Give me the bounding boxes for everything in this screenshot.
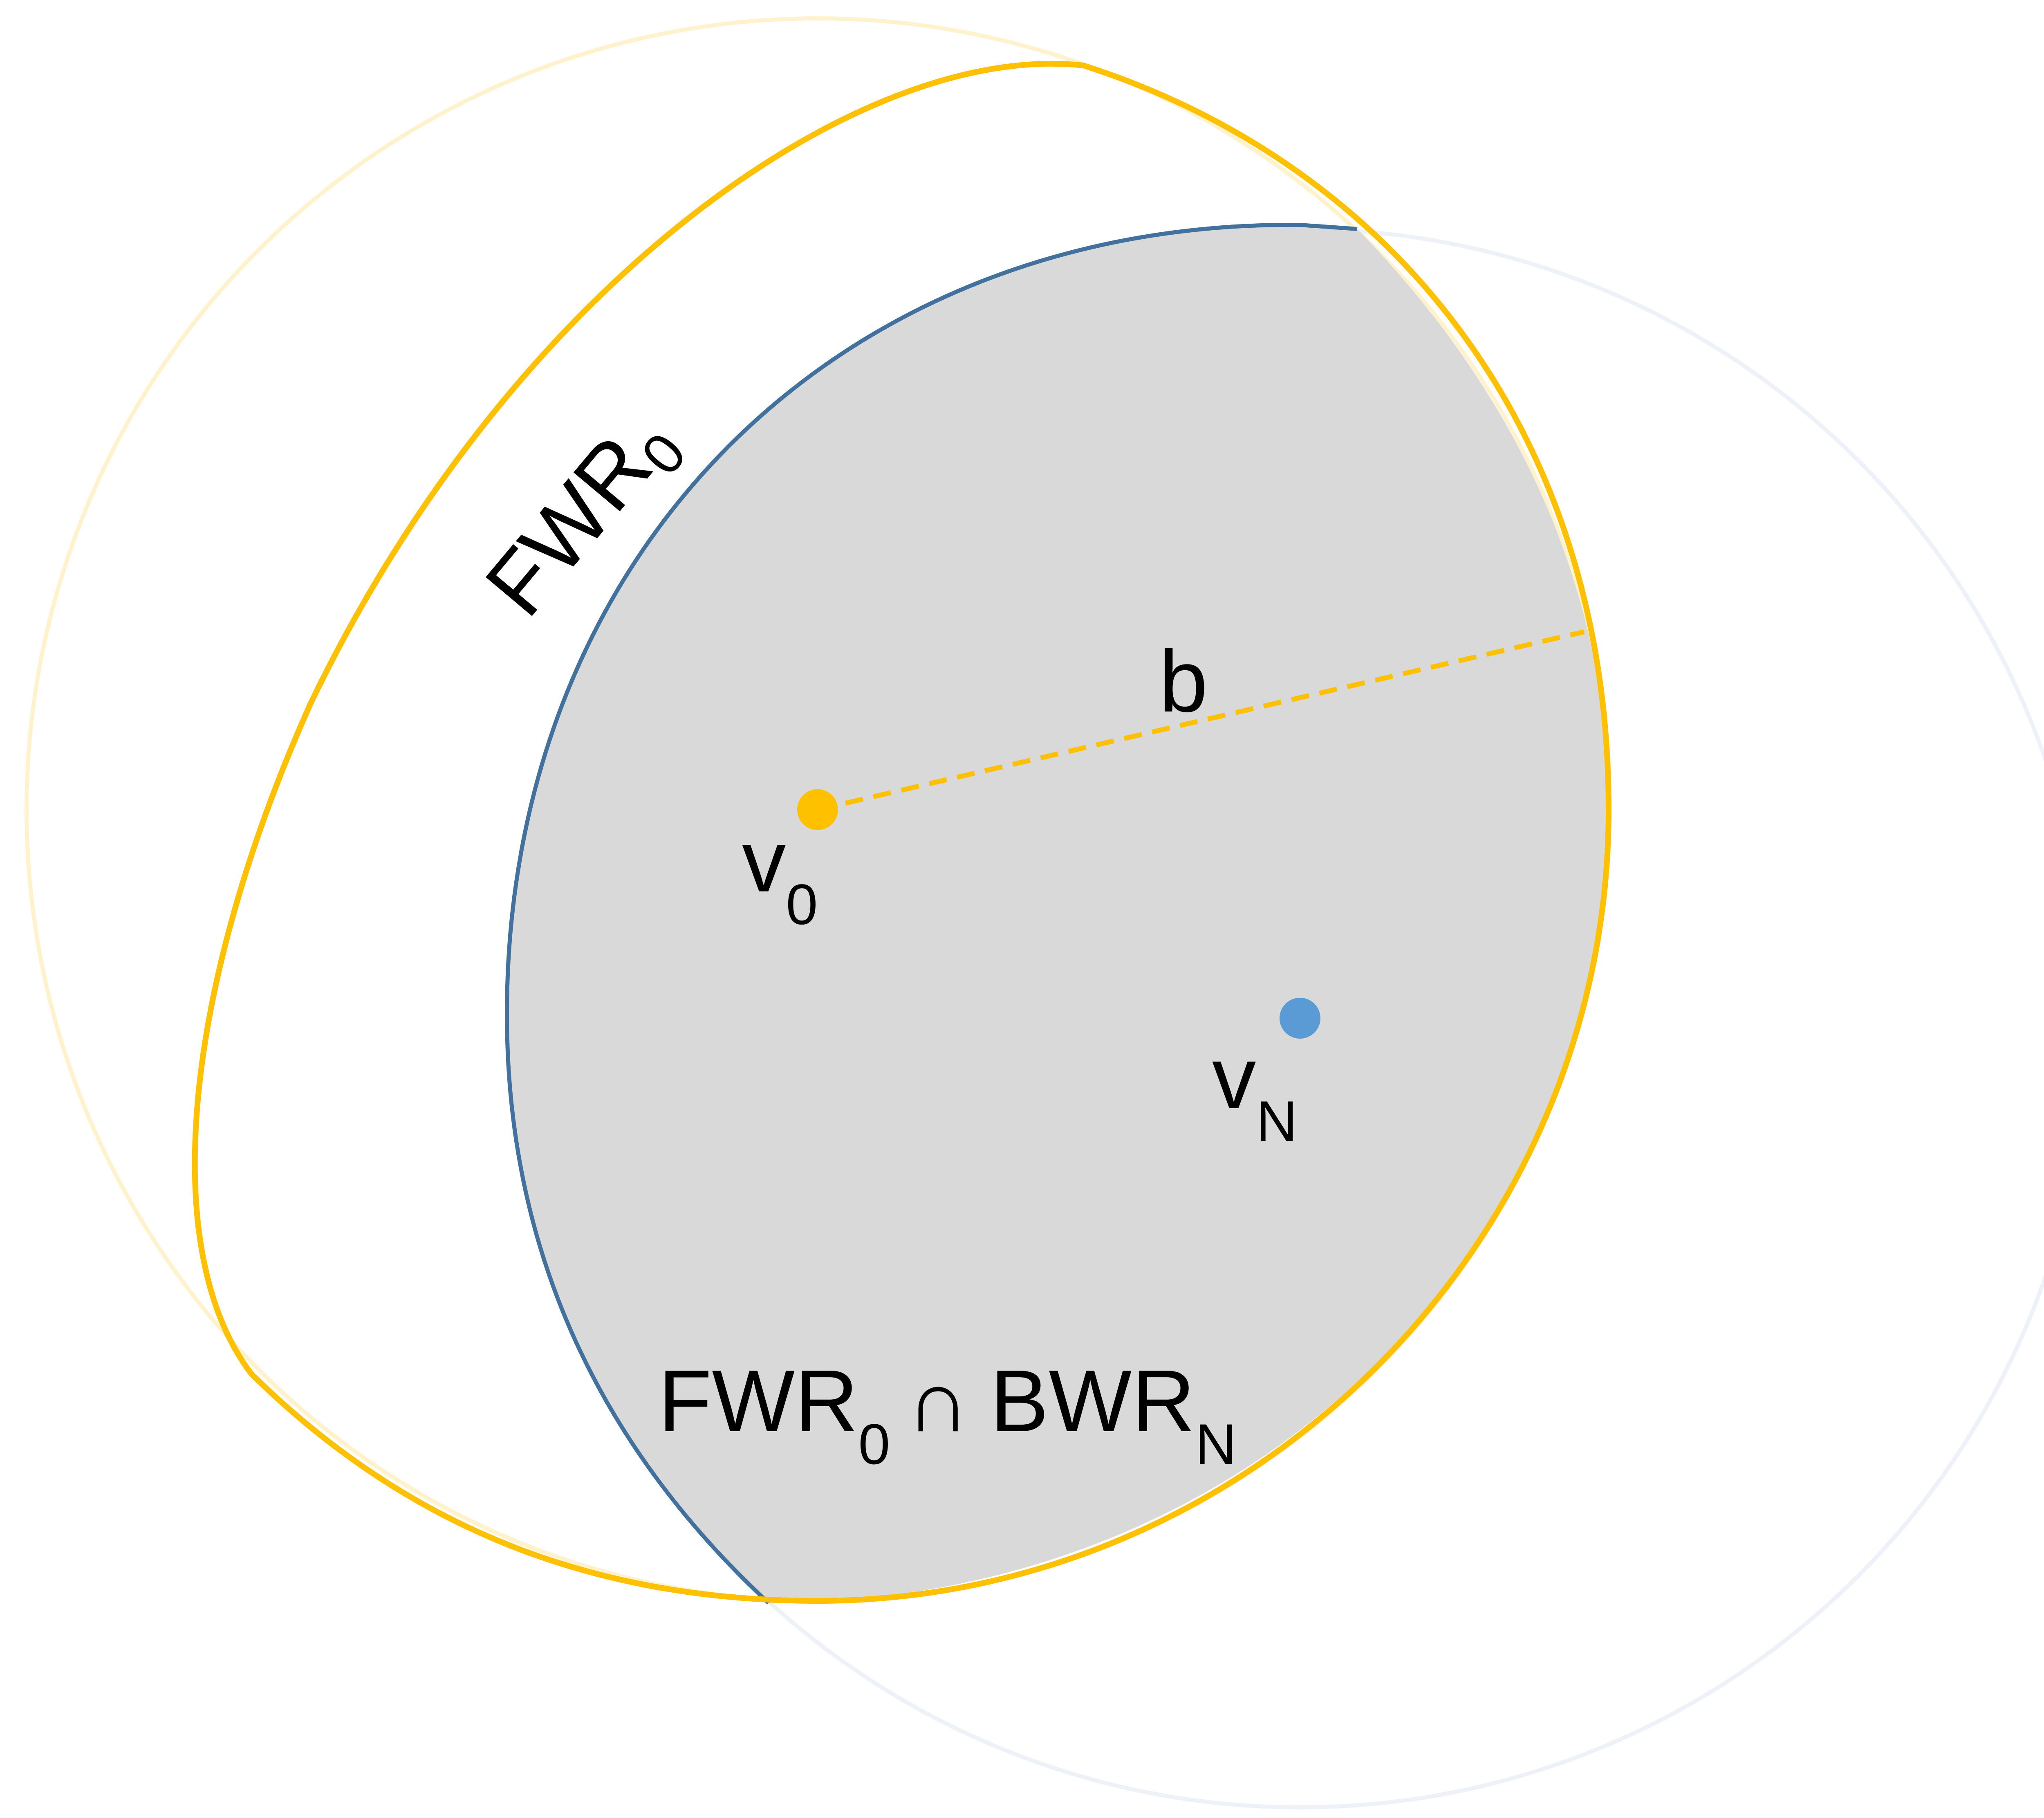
intersection-label: FWR0∩BWRN xyxy=(658,1351,1237,1476)
vn-label-main: v xyxy=(1212,1028,1256,1127)
vn-label-sub: N xyxy=(1256,1089,1298,1153)
intersection-fwr: FWR xyxy=(658,1351,858,1450)
v0-label-sub: 0 xyxy=(786,872,818,936)
forward-reach-boundary xyxy=(192,61,1612,1604)
backward-reach-boundary xyxy=(504,222,1358,1605)
v0-label: v0 xyxy=(742,812,818,936)
intersection-fwr-sub: 0 xyxy=(858,1412,890,1476)
intersection-cap-symbol: ∩ xyxy=(906,1351,970,1450)
node-vn xyxy=(1280,998,1320,1039)
radius-b-line xyxy=(817,629,1585,812)
vn-label: vN xyxy=(1212,1028,1298,1153)
intersection-bwr-sub: N xyxy=(1195,1412,1237,1476)
v0-label-main: v xyxy=(742,812,786,910)
node-v0 xyxy=(797,789,838,830)
b-label: b xyxy=(1159,632,1208,730)
intersection-region xyxy=(507,224,1609,1603)
intersection-bwr: BWR xyxy=(990,1351,1195,1450)
